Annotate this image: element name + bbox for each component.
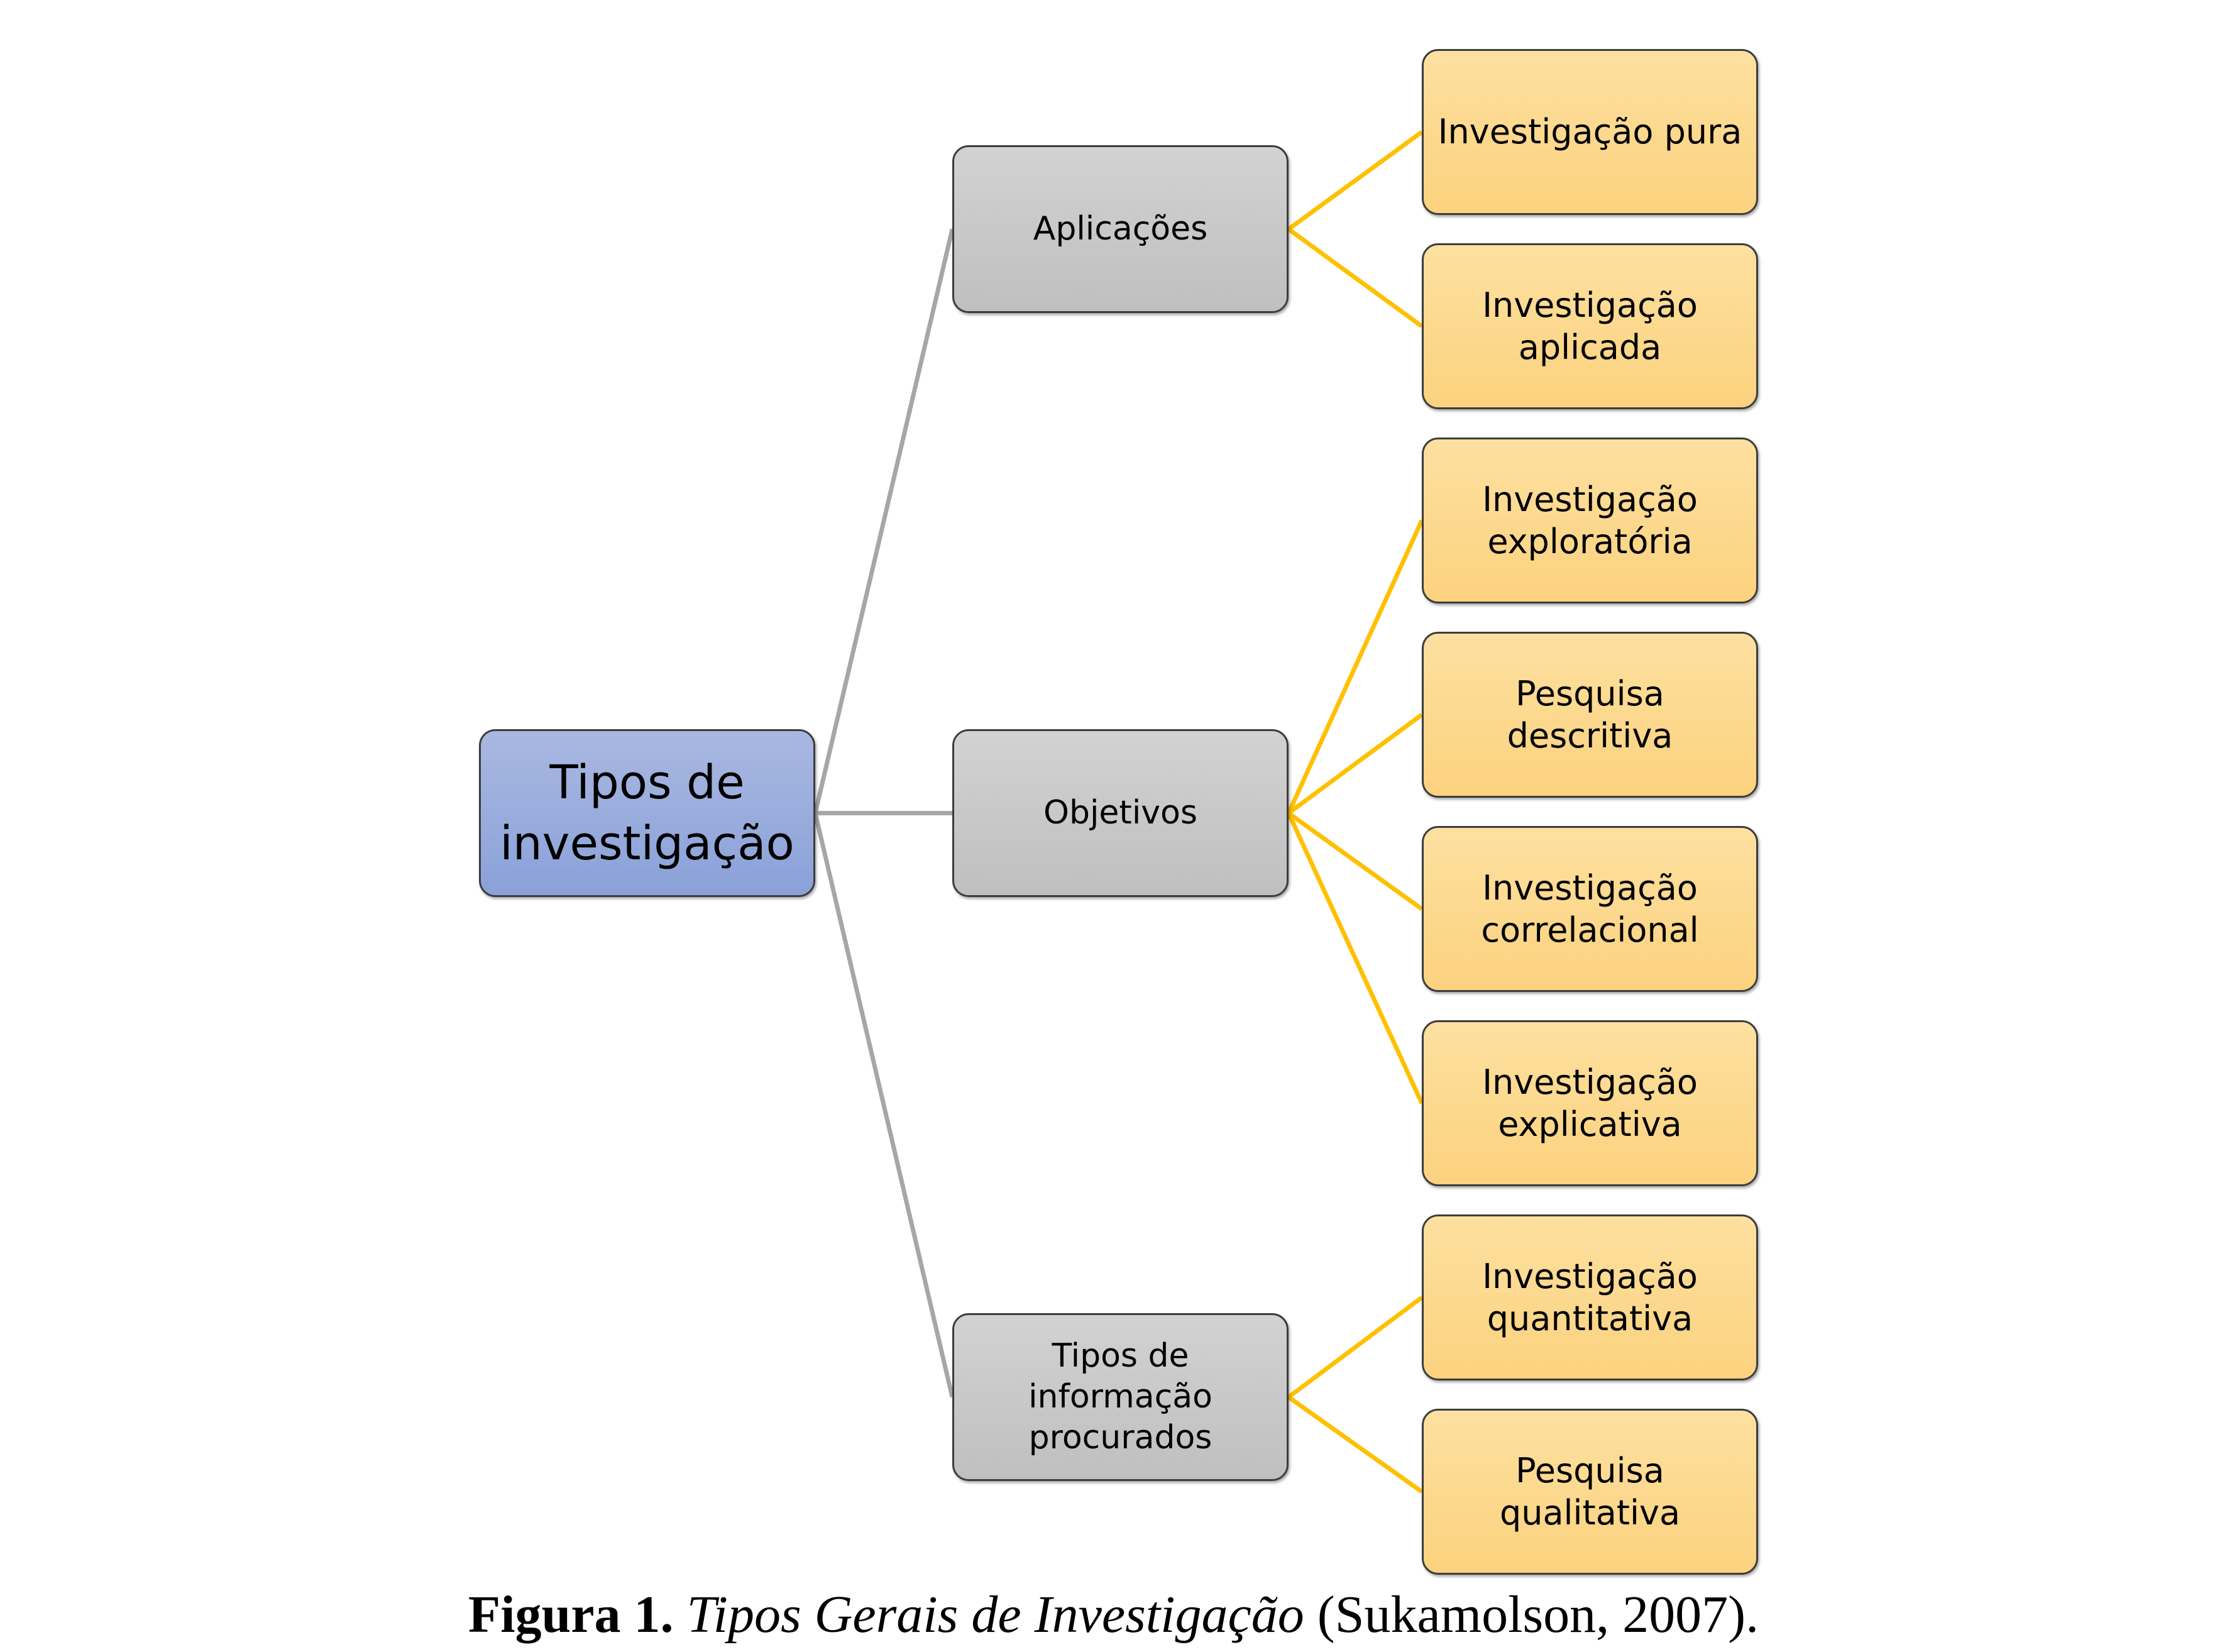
branch-to-leaf-connector (1287, 1296, 1424, 1399)
branch-node-aplicacoes: Aplicações (952, 145, 1289, 313)
root-to-branch-connector (813, 812, 955, 1398)
branch-node-tipos-informacao: Tipos de informação procurados (952, 1313, 1289, 1481)
leaf-label: Pesquisa qualitativa (1499, 1450, 1681, 1533)
leaf-node-investigacao-explicativa: Investigação explicativa (1422, 1020, 1758, 1186)
caption-source: (Sukamolson, 2007). (1317, 1585, 1759, 1644)
caption-title: Tipos Gerais de Investigação (686, 1585, 1304, 1644)
branch-to-leaf-connector (1286, 812, 1424, 1104)
leaf-label: Investigação exploratória (1482, 479, 1698, 562)
leaf-node-pesquisa-qualitativa: Pesquisa qualitativa (1422, 1409, 1758, 1575)
branch-to-leaf-connector (1287, 1395, 1424, 1494)
figure-caption: Figura 1. Tipos Gerais de Investigação (… (0, 1584, 2227, 1645)
branch-to-leaf-connector (1286, 519, 1424, 814)
caption-label: Figura 1. (468, 1585, 674, 1644)
root-node-label: Tipos de investigação (500, 756, 795, 871)
leaf-label: Investigação aplicada (1482, 285, 1698, 368)
leaf-node-investigacao-correlacional: Investigação correlacional (1422, 826, 1758, 992)
leaf-node-investigacao-aplicada: Investigação aplicada (1422, 243, 1758, 409)
branch-to-leaf-connector (1287, 130, 1424, 231)
leaf-node-investigacao-pura: Investigação pura (1422, 49, 1758, 215)
leaf-label: Investigação quantitativa (1482, 1256, 1698, 1339)
leaf-label: Investigação correlacional (1481, 867, 1699, 950)
leaf-node-investigacao-exploratoria: Investigação exploratória (1422, 438, 1758, 603)
branch-to-leaf-connector (1287, 227, 1424, 328)
branch-label: Aplicações (1033, 210, 1208, 248)
branch-to-leaf-connector (1287, 811, 1424, 911)
leaf-label: Investigação pura (1438, 112, 1742, 152)
leaf-label: Pesquisa descritiva (1507, 673, 1673, 756)
branch-node-objetivos: Objetivos (952, 729, 1289, 897)
leaf-node-pesquisa-descritiva: Pesquisa descritiva (1422, 632, 1758, 798)
leaf-label: Investigação explicativa (1482, 1062, 1698, 1145)
root-to-branch-connector (813, 228, 955, 814)
branch-to-leaf-connector (1287, 713, 1424, 815)
root-node: Tipos de investigação (479, 729, 815, 897)
leaf-node-investigacao-quantitativa: Investigação quantitativa (1422, 1214, 1758, 1380)
branch-label: Tipos de informação procurados (1028, 1337, 1212, 1457)
branch-label: Objetivos (1043, 794, 1197, 832)
